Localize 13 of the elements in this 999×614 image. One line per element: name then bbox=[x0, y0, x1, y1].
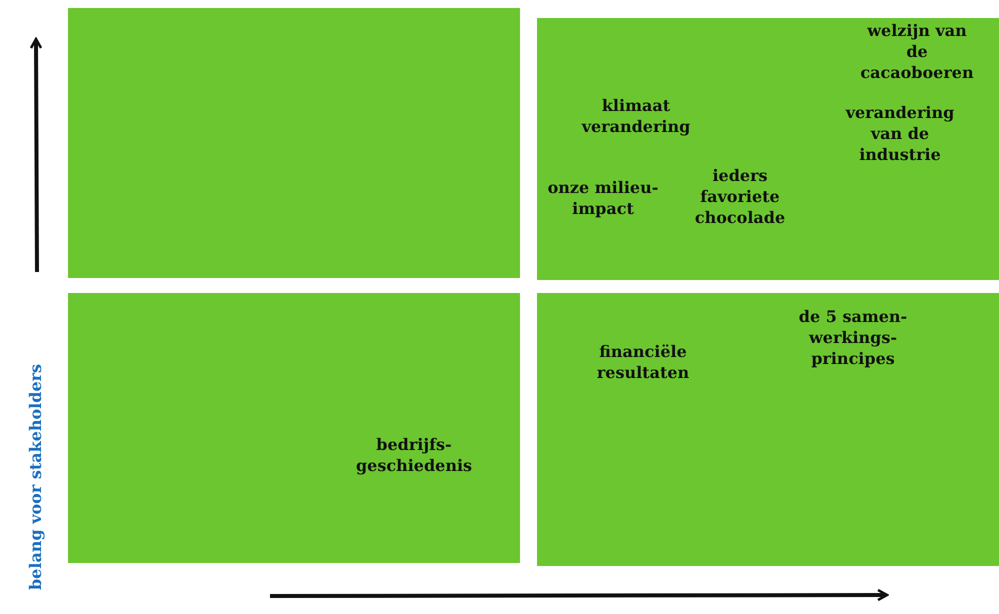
topic-label: verandering van de industrie bbox=[844, 102, 956, 165]
topic-label: onze milieu- impact bbox=[546, 177, 660, 219]
quadrant-panel bbox=[68, 8, 520, 278]
topic-label: welzijn van de cacaoboeren bbox=[859, 20, 975, 83]
topic-label: bedrijfs- geschiedenis bbox=[356, 434, 472, 476]
quadrant-panel bbox=[537, 293, 999, 566]
topic-label: ieders favoriete chocolade bbox=[694, 165, 786, 228]
quadrant-panel bbox=[68, 293, 520, 563]
axis-label: belang voor stakeholders bbox=[26, 364, 45, 590]
topic-label: financiële resultaten bbox=[596, 341, 690, 383]
quadrant-panel bbox=[537, 18, 999, 280]
topic-label: klimaat verandering bbox=[582, 95, 690, 137]
topic-label: de 5 samen- werkings- principes bbox=[798, 306, 908, 369]
